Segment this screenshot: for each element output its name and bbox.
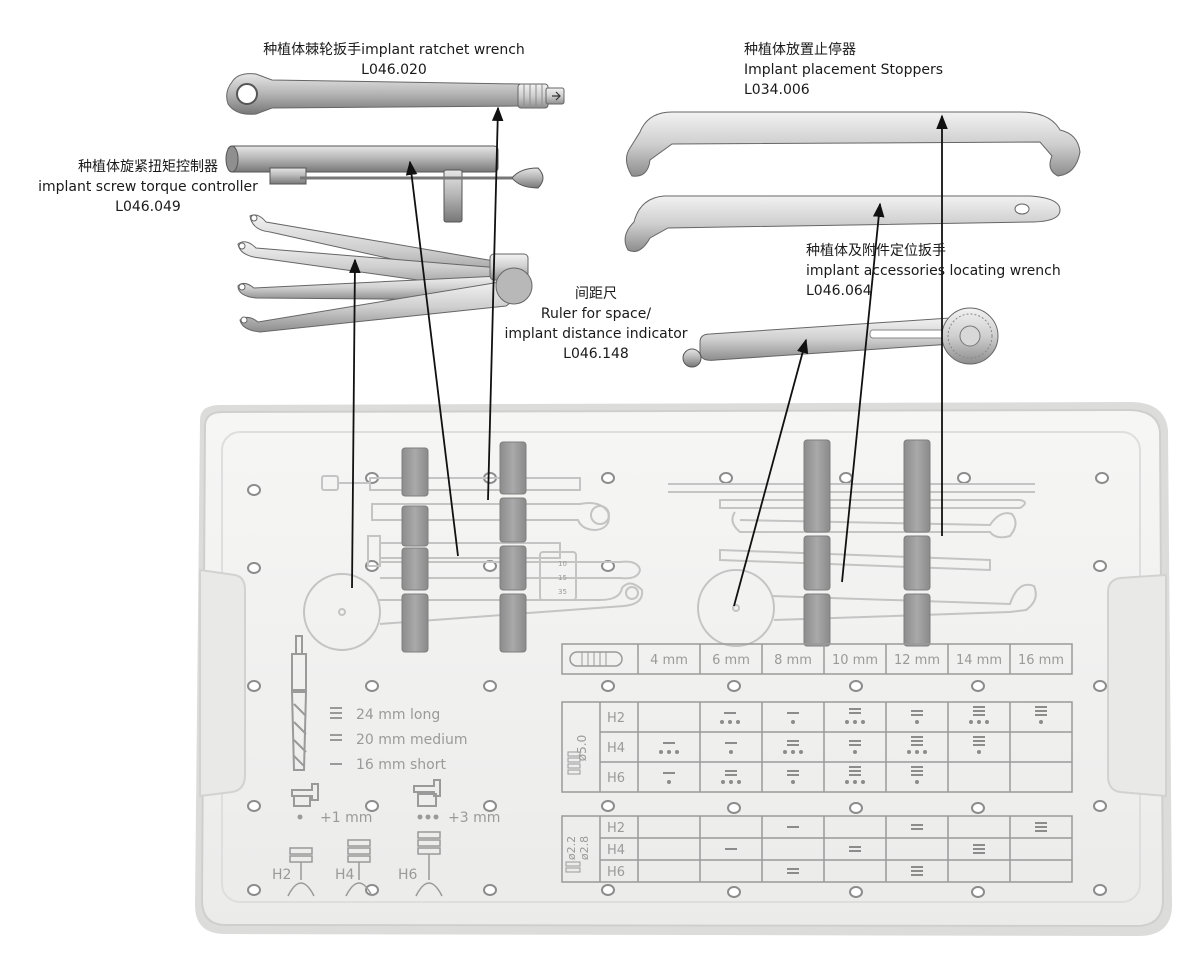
size-14mm: 14 mm <box>956 653 1002 668</box>
diameter-small-grid: ø2.2 ø2.8 H2 H4 H6 <box>561 815 1073 883</box>
placement-stopper-bottom-image <box>624 195 1061 252</box>
distance-ruler-code: L046.148 <box>563 346 629 362</box>
placement-stoppers-title-en: Implant placement Stoppers <box>744 62 944 78</box>
distance-ruler-image <box>237 214 533 333</box>
ratchet-wrench-image <box>226 73 565 115</box>
length-20mm-medium: 20 mm medium <box>356 732 468 748</box>
grid-small-h2: H2 <box>607 821 625 836</box>
instrument-tray: 10 15 35 <box>195 402 1172 936</box>
height-icons <box>287 831 443 897</box>
height-h4-label: H4 <box>335 867 355 883</box>
grid5-h2: H2 <box>607 711 625 726</box>
distance-ruler-title-en1: Ruler for space/ <box>540 306 652 322</box>
diameter-5-label: ø5.0 <box>575 735 589 761</box>
distance-ruler-title-zh: 间距尺 <box>575 286 617 302</box>
callout-torque-controller: 种植体旋紧扭矩控制器 implant screw torque controll… <box>30 157 266 217</box>
callout-ratchet-wrench: 种植体棘轮扳手implant ratchet wrench L046.020 <box>232 40 556 80</box>
drill-length-legend: 24 mm long 20 mm medium 16 mm short <box>330 707 468 773</box>
callout-arrows <box>349 106 948 607</box>
tray-outline-left <box>303 475 644 651</box>
diameter-28-label: ø2.8 <box>578 836 591 860</box>
torque-controller-title-en: implant screw torque controller <box>38 179 258 195</box>
size-16mm: 16 mm <box>1018 653 1064 668</box>
offset-plus-1mm: +1 mm <box>320 810 372 826</box>
locating-wrench-title-zh: 种植体及附件定位扳手 <box>806 243 946 259</box>
height-h2-label: H2 <box>272 867 291 883</box>
locating-wrench-title-en: implant accessories locating wrench <box>806 263 1061 279</box>
ratchet-wrench-code: L046.020 <box>361 62 427 78</box>
torque-mark-10: 10 <box>558 560 567 568</box>
torque-mark-15: 15 <box>558 574 567 582</box>
length-16mm-short: 16 mm short <box>356 757 446 773</box>
torque-controller-title-zh: 种植体旋紧扭矩控制器 <box>78 159 218 175</box>
offset-plus-3mm: +3 mm <box>448 810 500 826</box>
size-10mm: 10 mm <box>832 653 878 668</box>
silicone-holders <box>401 439 931 653</box>
offset-legend <box>291 779 441 807</box>
size-8mm: 8 mm <box>774 653 812 668</box>
tray-vent-holes <box>247 472 1109 898</box>
callout-distance-ruler: 间距尺 Ruler for space/ implant distance in… <box>498 284 694 364</box>
height-h6-label: H6 <box>398 867 418 883</box>
locating-wrench-code: L046.064 <box>806 283 872 299</box>
grid-small-h4: H4 <box>607 843 625 858</box>
placement-stoppers-title-zh: 种植体放置止停器 <box>744 42 856 58</box>
placement-stopper-top-image <box>626 111 1081 177</box>
size-6mm: 6 mm <box>712 653 750 668</box>
diameter-5-grid: ø5.0 H2 H4 H6 <box>561 701 1073 793</box>
distance-ruler-title-en2: implant distance indicator <box>504 326 688 342</box>
placement-stoppers-code: L034.006 <box>744 82 810 98</box>
drill-icon <box>290 635 308 771</box>
size-12mm: 12 mm <box>894 653 940 668</box>
diameter-22-label: ø2.2 <box>565 836 578 860</box>
callout-placement-stoppers: 种植体放置止停器 Implant placement Stoppers L034… <box>744 40 943 100</box>
torque-controller-image <box>225 145 544 223</box>
size-header-table: 4 mm 6 mm 8 mm 10 mm 12 mm 14 mm 16 mm <box>561 643 1073 675</box>
size-4mm: 4 mm <box>650 653 688 668</box>
torque-controller-code: L046.049 <box>115 199 181 215</box>
grid5-h6: H6 <box>607 771 625 786</box>
grid5-h4: H4 <box>607 741 625 756</box>
callout-locating-wrench: 种植体及附件定位扳手 implant accessories locating … <box>806 241 1061 301</box>
grid-small-h6: H6 <box>607 865 625 880</box>
length-24mm-long: 24 mm long <box>356 707 440 723</box>
locating-wrench-image <box>682 307 999 368</box>
ratchet-wrench-title: 种植体棘轮扳手implant ratchet wrench <box>263 42 525 58</box>
torque-mark-35: 35 <box>558 588 567 596</box>
